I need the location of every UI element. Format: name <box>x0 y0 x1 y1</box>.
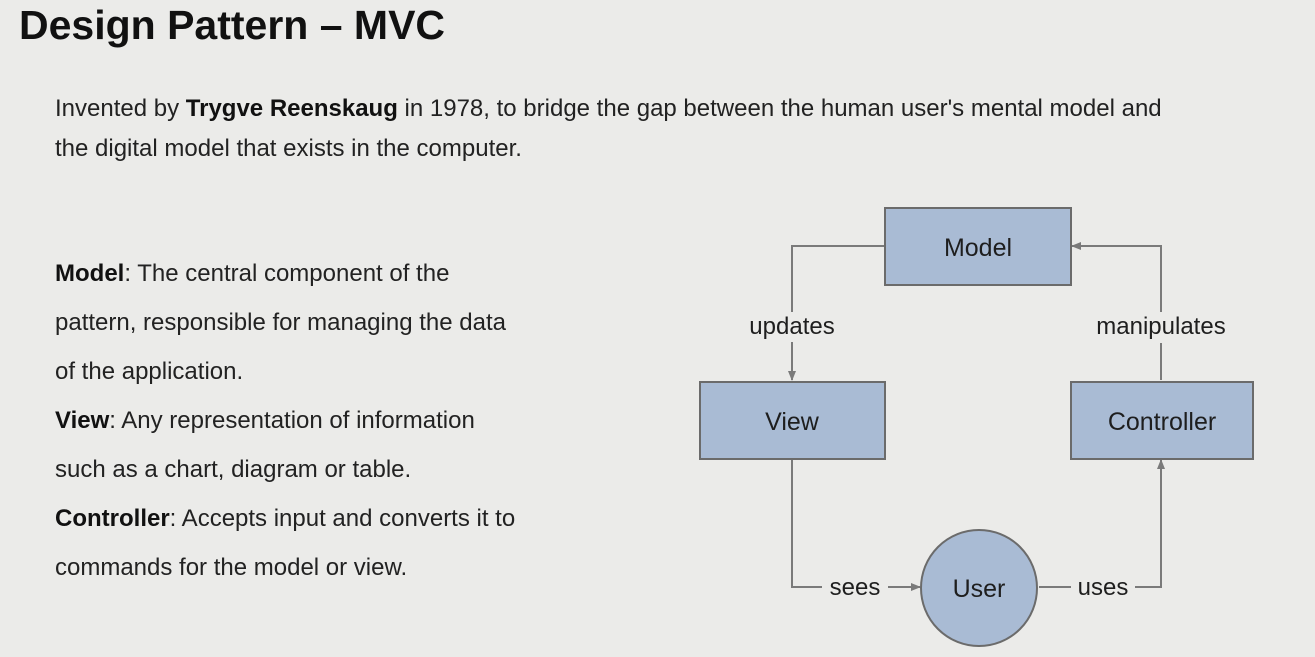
user-node: User <box>920 529 1038 647</box>
manipulates-arrow <box>1071 242 1162 312</box>
model-definition-line-3: of the application. <box>55 358 244 385</box>
view-definition-line-1: View: Any representation of information <box>55 396 615 445</box>
slide-title: Design Pattern – MVC <box>19 2 446 48</box>
manipulates-label: manipulates <box>1096 313 1225 340</box>
intro-line-2: the digital model that exists in the com… <box>55 135 522 162</box>
intro-paragraph: Invented by Trygve Reenskaug in 1978, to… <box>55 89 1313 169</box>
model-term: Model <box>55 260 125 287</box>
definitions-list: Model: The central component of the patt… <box>55 249 615 592</box>
controller-node: Controller <box>1070 381 1254 460</box>
model-definition-line-1: Model: The central component of the <box>55 249 615 298</box>
uses-arrow <box>1135 459 1165 588</box>
intro-line-1-suffix: in 1978, to bridge the gap between the h… <box>397 95 1162 122</box>
intro-prefix: Invented by <box>55 95 186 122</box>
user-node-label: User <box>953 575 1006 603</box>
inventor-name: Trygve Reenskaug <box>185 95 398 122</box>
view-term: View <box>55 407 110 434</box>
model-definition-text: : The central component of the <box>124 260 450 287</box>
uses-label: uses <box>1078 574 1129 601</box>
sees-label: sees <box>830 574 881 601</box>
controller-definition-line-1: Controller: Accepts input and converts i… <box>55 494 615 543</box>
controller-definition-line-2: commands for the model or view. <box>55 554 408 581</box>
model-node: Model <box>884 207 1072 286</box>
view-node: View <box>699 381 886 460</box>
view-definition-text: : Any representation of information <box>109 407 475 434</box>
intro-line-1: Invented by Trygve Reenskaug in 1978, to… <box>55 89 1313 129</box>
updates-connector <box>791 245 885 312</box>
controller-definition-text: : Accepts input and converts it to <box>169 505 516 532</box>
updates-label: updates <box>749 313 834 340</box>
view-definition-line-2: such as a chart, diagram or table. <box>55 456 412 483</box>
controller-term: Controller <box>55 505 170 532</box>
sees-connector <box>791 459 822 588</box>
model-definition-line-2: pattern, responsible for managing the da… <box>55 309 506 336</box>
view-node-label: View <box>765 408 820 436</box>
model-node-label: Model <box>944 234 1012 262</box>
controller-node-label: Controller <box>1108 408 1216 436</box>
